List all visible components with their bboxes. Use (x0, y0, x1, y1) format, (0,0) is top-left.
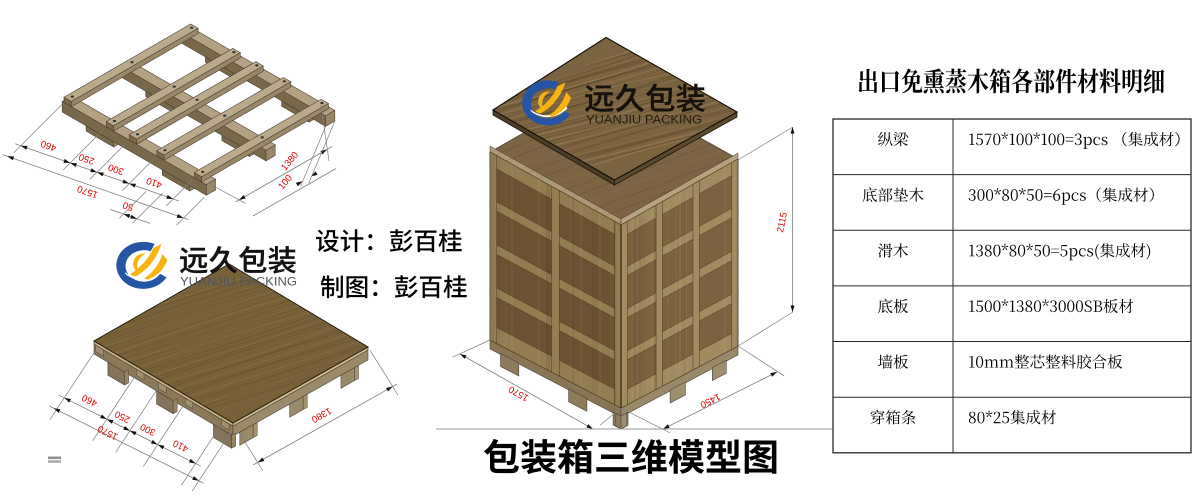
svg-text:YUANJIU PACKING: YUANJIU PACKING (180, 276, 297, 289)
svg-text:2115: 2115 (775, 211, 790, 233)
svg-text:250: 250 (77, 151, 96, 167)
svg-text:300: 300 (107, 161, 126, 177)
svg-text:YUANJIU PACKING: YUANJIU PACKING (586, 114, 702, 127)
svg-text:50: 50 (121, 199, 135, 213)
svg-text:410: 410 (145, 175, 164, 191)
svg-text:460: 460 (39, 138, 58, 154)
